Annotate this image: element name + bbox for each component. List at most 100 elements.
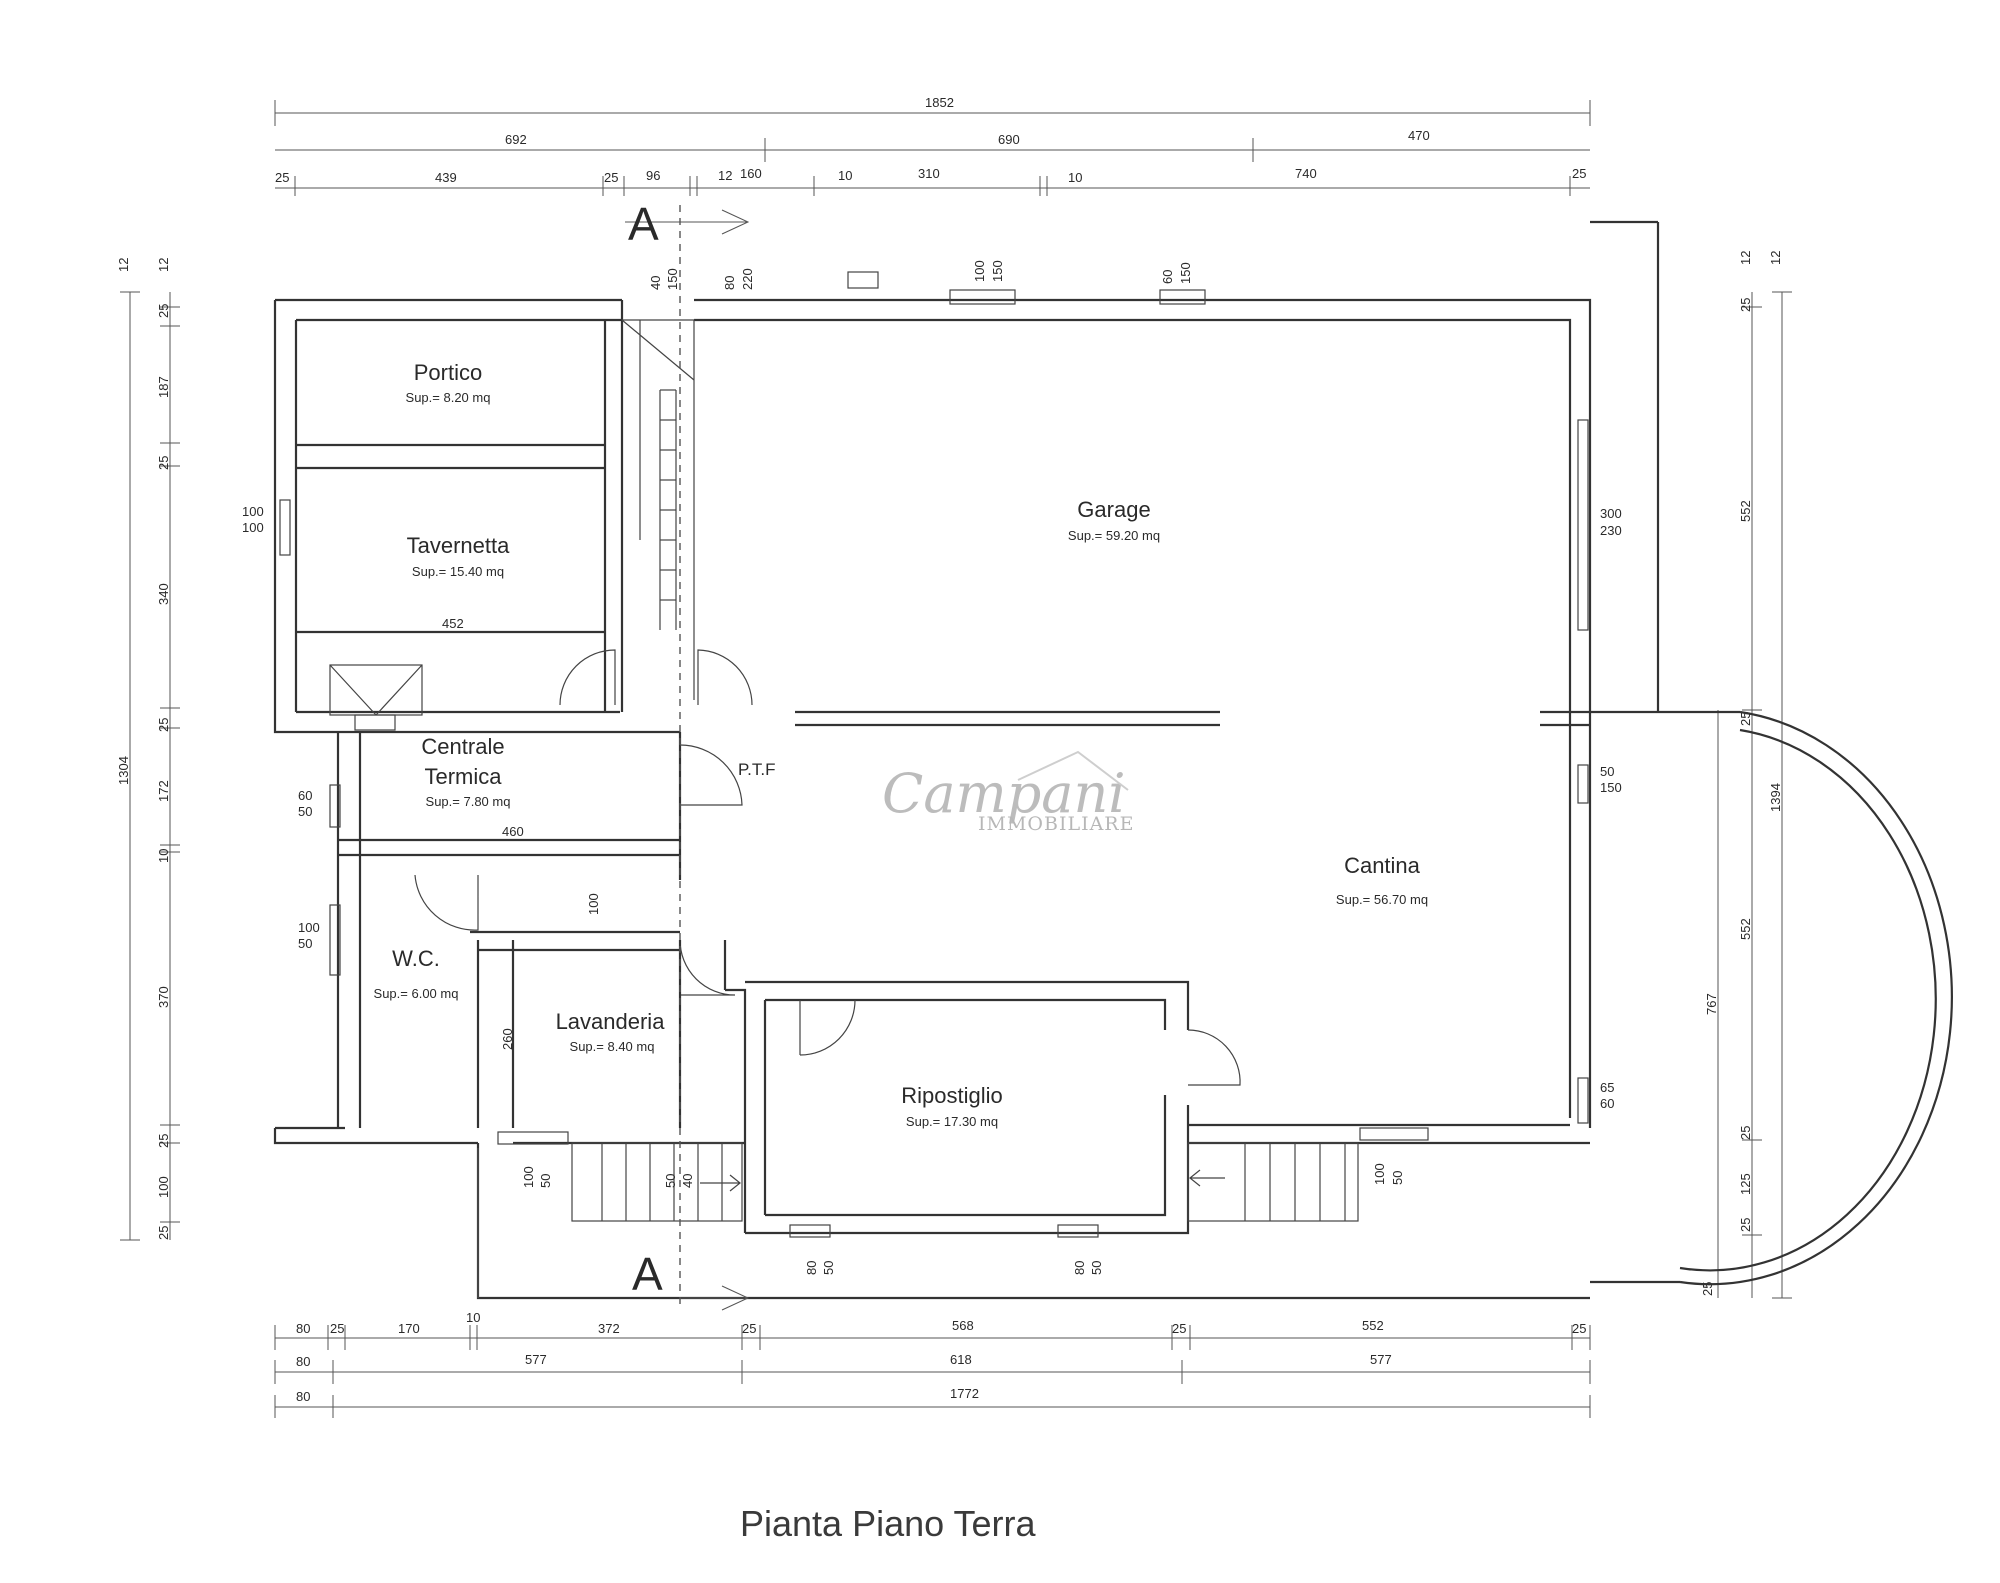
dim-inner-40: 40	[648, 276, 663, 290]
dim-right-25c: 25	[1738, 1126, 1753, 1140]
dim-left-25a: 25	[156, 304, 171, 318]
dim-inner-300: 300	[1600, 506, 1622, 521]
room-centrale-area: Sup.= 7.80 mq	[426, 794, 511, 809]
brand-name: Campani	[882, 762, 1126, 825]
dim-top-740: 740	[1295, 166, 1317, 181]
dim-top-10b: 10	[1068, 170, 1082, 185]
dim-top-470: 470	[1408, 128, 1430, 143]
right-dimensions: 1394 12 12 25 552 25 552 25 125 25 25 76…	[1700, 251, 1792, 1299]
room-labels: Portico Sup.= 8.20 mq Tavernetta Sup.= 1…	[374, 360, 1429, 1129]
dim-inner-50f: 50	[1390, 1171, 1405, 1185]
dim-inner-100b: 100	[242, 504, 264, 519]
dim-right-767: 767	[1704, 993, 1719, 1015]
dim-inner-100f: 100	[521, 1166, 536, 1188]
dim-left-25d: 25	[156, 1134, 171, 1148]
dim-inner-60b: 60	[298, 788, 312, 803]
dim-inner-230: 230	[1600, 523, 1622, 538]
dim-inner-220: 220	[740, 268, 755, 290]
room-lavanderia-area: Sup.= 8.40 mq	[570, 1039, 655, 1054]
room-termica-name: Termica	[424, 764, 502, 789]
dim-left-340: 340	[156, 583, 171, 605]
brand-sub: IMMOBILIARE	[978, 813, 1134, 835]
dim-top-25b: 25	[604, 170, 618, 185]
dim-inner-100a: 100	[972, 260, 987, 282]
inner-dimensions: 40 150 80 220 100 150 60 150 100 100 452…	[242, 260, 1622, 1275]
room-ripostiglio-name: Ripostiglio	[901, 1083, 1003, 1108]
dim-left-12a: 12	[116, 258, 131, 272]
dim-left-25e: 25	[156, 1226, 171, 1240]
dim-inner-80c: 80	[1072, 1261, 1087, 1275]
dim-right-25b: 25	[1738, 712, 1753, 726]
dim-inner-100d: 100	[586, 893, 601, 915]
room-tavernetta-area: Sup.= 15.40 mq	[412, 564, 504, 579]
dim-bot-552: 552	[1362, 1318, 1384, 1333]
section-label-top: A	[628, 198, 659, 250]
brand-roof-icon	[1017, 750, 1129, 791]
dim-left-172: 172	[156, 780, 171, 802]
dim-bot-80a: 80	[296, 1321, 310, 1336]
dim-right-552b: 552	[1738, 918, 1753, 940]
top-dimensions: 1852 692 690 470 25 439 25 96 12 160 10 …	[274, 95, 1591, 196]
dim-inner-50a: 50	[298, 804, 312, 819]
plan-title: Pianta Piano Terra	[740, 1503, 1037, 1544]
dim-inner-40b: 40	[680, 1174, 695, 1188]
left-dimensions: 1304 12 12 25 187 25 340 25 172 10 370 2…	[116, 258, 180, 1241]
dim-left-12b: 12	[156, 258, 171, 272]
dim-left-1304: 1304	[116, 756, 131, 785]
dim-inner-50g: 50	[821, 1261, 836, 1275]
room-wc-area: Sup.= 6.00 mq	[374, 986, 459, 1001]
dim-left-370: 370	[156, 986, 171, 1008]
dim-inner-260: 260	[500, 1028, 515, 1050]
dim-bot-577b: 577	[1370, 1352, 1392, 1367]
dim-right-12b: 12	[1738, 251, 1753, 265]
dim-right-552a: 552	[1738, 500, 1753, 522]
dim-right-1394: 1394	[1768, 783, 1783, 812]
dim-bot-618: 618	[950, 1352, 972, 1367]
dim-top-25a: 25	[275, 170, 289, 185]
dim-inner-50c: 50	[298, 936, 312, 951]
dim-right-12a: 12	[1768, 251, 1783, 265]
dim-right-25d: 25	[1738, 1218, 1753, 1232]
dim-bot-25b: 25	[742, 1321, 756, 1336]
dim-inner-60c: 60	[1600, 1096, 1614, 1111]
brand-watermark: Campani IMMOBILIARE	[882, 750, 1134, 835]
dim-top-25c: 25	[1572, 166, 1586, 181]
dim-bot-372: 372	[598, 1321, 620, 1336]
dim-inner-460: 460	[502, 824, 524, 839]
dim-bot-25a: 25	[330, 1321, 344, 1336]
dim-right-125: 125	[1738, 1173, 1753, 1195]
dim-top-692: 692	[505, 132, 527, 147]
dim-right-25a: 25	[1738, 298, 1753, 312]
dim-left-187: 187	[156, 376, 171, 398]
room-tavernetta-name: Tavernetta	[407, 533, 510, 558]
dim-left-10: 10	[156, 849, 171, 863]
room-cantina-area: Sup.= 56.70 mq	[1336, 892, 1428, 907]
dim-inner-100c: 100	[242, 520, 264, 535]
bottom-dimensions: 80 25 170 10 372 25 568 25 552 25 80 577…	[274, 1310, 1591, 1418]
dim-inner-150d: 150	[1600, 780, 1622, 795]
room-centrale-name: Centrale	[421, 734, 504, 759]
dim-bot-10: 10	[466, 1310, 480, 1325]
dim-top-160: 160	[740, 166, 762, 181]
dim-bot-25c: 25	[1172, 1321, 1186, 1336]
dim-inner-150b: 150	[990, 260, 1005, 282]
dim-inner-60a: 60	[1160, 270, 1175, 284]
room-cantina-name: Cantina	[1344, 853, 1421, 878]
dim-bot-80b: 80	[296, 1354, 310, 1369]
dim-inner-150c: 150	[1178, 262, 1193, 284]
dim-bot-577a: 577	[525, 1352, 547, 1367]
room-ripostiglio-area: Sup.= 17.30 mq	[906, 1114, 998, 1129]
dim-inner-100e: 100	[298, 920, 320, 935]
dim-top-439: 439	[435, 170, 457, 185]
dim-inner-80a: 80	[722, 276, 737, 290]
room-garage-area: Sup.= 59.20 mq	[1068, 528, 1160, 543]
walls	[273, 220, 1953, 1300]
dim-inner-452: 452	[442, 616, 464, 631]
dim-top-96: 96	[646, 168, 660, 183]
dim-top-310: 310	[918, 166, 940, 181]
room-garage-name: Garage	[1077, 497, 1150, 522]
section-line: A A	[625, 198, 750, 1311]
dim-bot-568: 568	[952, 1318, 974, 1333]
dim-inner-50e: 50	[663, 1174, 678, 1188]
